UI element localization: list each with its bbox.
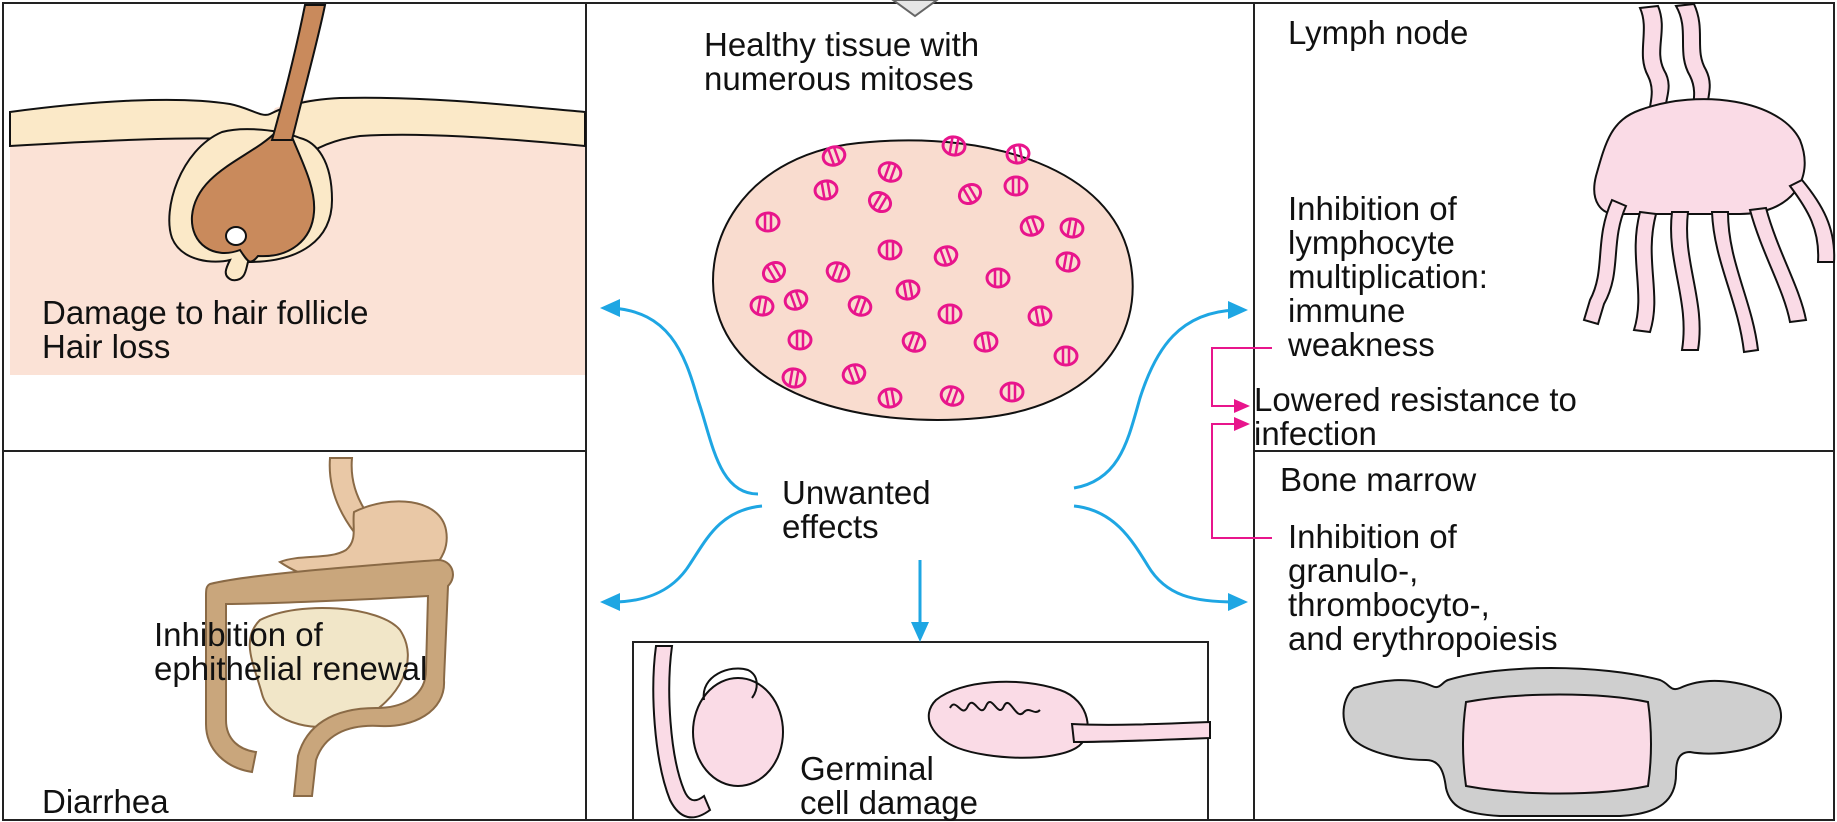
lymph-vessel xyxy=(1712,212,1758,352)
lymph-vessel xyxy=(1750,208,1806,322)
healthy-tissue-label: Healthy tissue with numerous mitoses xyxy=(704,28,979,96)
hair-line-2: Hair loss xyxy=(42,330,369,364)
tissue-with-mitoses-illustration xyxy=(713,135,1133,420)
lymph-effect-label: Inhibition of lymphocyte multiplication:… xyxy=(1288,192,1488,362)
marrow-title-text: Bone marrow xyxy=(1280,463,1476,497)
gut-effect-label: Inhibition of ephithelial renewal xyxy=(154,618,427,686)
lymph-vessel xyxy=(1790,180,1834,262)
arrowhead-left-down xyxy=(600,593,620,611)
top-pointer-icon xyxy=(893,0,937,16)
marrow-cavity xyxy=(1463,695,1651,794)
lymph-node-body xyxy=(1594,99,1804,214)
arrowhead-right-down xyxy=(1228,593,1248,611)
marrow-line-4: and erythropoiesis xyxy=(1288,622,1558,656)
hair-damage-label: Damage to hair follicle Hair loss xyxy=(42,296,369,364)
marrow-line-3: thrombocyto-, xyxy=(1288,588,1558,622)
lymph-title-text: Lymph node xyxy=(1288,16,1468,50)
dermal-papilla xyxy=(226,227,246,245)
gut-line-2: ephithelial renewal xyxy=(154,652,427,686)
hair-line-1: Damage to hair follicle xyxy=(42,296,369,330)
lymph-node-illustration xyxy=(1584,4,1834,352)
resistance-line-1: Lowered resistance to xyxy=(1254,383,1577,417)
marrow-line-1: Inhibition of xyxy=(1288,520,1558,554)
bracket-arrowhead-lower xyxy=(1234,417,1250,431)
marrow-effect-label: Inhibition of granulo-, thrombocyto-, an… xyxy=(1288,520,1558,656)
lymph-line-3: multiplication: xyxy=(1288,260,1488,294)
diarrhea-label: Diarrhea xyxy=(42,785,169,819)
unwanted-line-1: Unwanted xyxy=(782,476,931,510)
germinal-damage-label: Germinal cell damage xyxy=(800,752,978,820)
lymph-node-title: Lymph node xyxy=(1288,16,1468,50)
germinal-line-2: cell damage xyxy=(800,786,978,820)
resistance-label: Lowered resistance to infection xyxy=(1254,383,1577,451)
ovary-body xyxy=(929,682,1088,758)
bone-marrow-illustration xyxy=(1344,668,1782,816)
resistance-line-2: infection xyxy=(1254,417,1577,451)
bracket-arrowhead-upper xyxy=(1234,399,1250,413)
arrowhead-left-up xyxy=(600,299,620,317)
germinal-line-1: Germinal xyxy=(800,752,978,786)
diarrhea-text: Diarrhea xyxy=(42,785,169,819)
bracket-arrowheads xyxy=(1234,399,1250,431)
oviduct xyxy=(1072,722,1210,742)
unwanted-line-2: effects xyxy=(782,510,931,544)
lymph-vessel xyxy=(1584,200,1626,324)
lymph-line-2: lymphocyte xyxy=(1288,226,1488,260)
center-line-1: Healthy tissue with xyxy=(704,28,979,62)
testis xyxy=(693,678,783,786)
lymph-vessel xyxy=(1671,212,1700,350)
marrow-line-2: granulo-, xyxy=(1288,554,1558,588)
arrowhead-right-up xyxy=(1228,301,1248,319)
gut-line-1: Inhibition of xyxy=(154,618,427,652)
lymph-line-1: Inhibition of xyxy=(1288,192,1488,226)
arrowhead-down xyxy=(911,622,929,642)
arrow-to-gut xyxy=(612,506,762,602)
lymph-line-5: weakness xyxy=(1288,328,1488,362)
bone-marrow-title: Bone marrow xyxy=(1280,463,1476,497)
lymph-line-4: immune xyxy=(1288,294,1488,328)
center-line-2: numerous mitoses xyxy=(704,62,979,96)
lymph-vessel xyxy=(1634,212,1656,332)
unwanted-effects-label: Unwanted effects xyxy=(782,476,931,544)
